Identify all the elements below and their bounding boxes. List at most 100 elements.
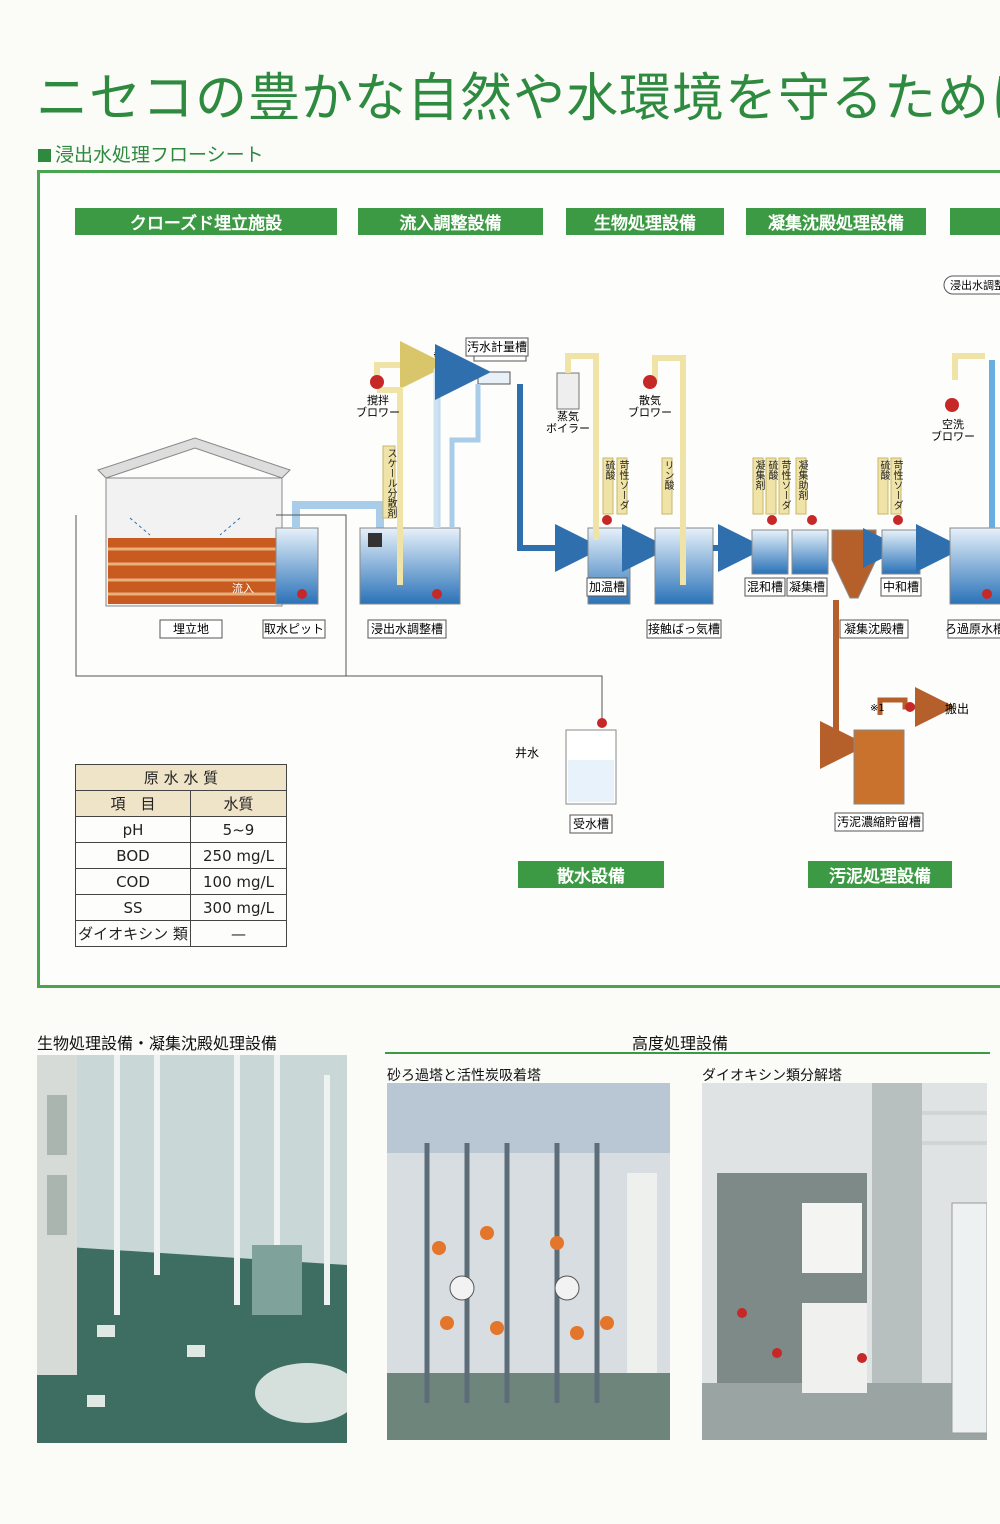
photo-label-a: 砂ろ過塔と活性炭吸着塔: [387, 1068, 541, 1084]
label-box: [880, 577, 922, 597]
landfill-label: 埋立地: [173, 621, 209, 636]
section-bio: 生物処理設備: [566, 208, 724, 235]
section-coag: 凝集沈殿処理設備: [746, 208, 926, 235]
pipe: [449, 384, 481, 528]
square-bullet-icon: [38, 149, 51, 162]
label-box: [947, 619, 1000, 639]
cell-value: 250 mg/L: [190, 842, 287, 869]
stir-blower-label: 撹拌ブロワー: [356, 393, 400, 419]
mix-tank: [751, 529, 789, 575]
table-row: ダイオキシン 類—: [75, 920, 287, 947]
label-box: [569, 814, 613, 834]
well-label: 井水: [515, 746, 539, 760]
air-pipe: [952, 353, 985, 380]
out-label: 搬出: [945, 701, 969, 716]
steam-pipe: [565, 353, 599, 540]
flowsheet-subtitle: 浸出水処理フローシート: [38, 140, 264, 167]
sulfuric-label: 硫酸: [603, 460, 614, 480]
reagent-pipe: [602, 457, 614, 515]
landfill-building: [97, 437, 291, 607]
boiler-label: 蒸気ボイラー: [546, 409, 590, 435]
sulfuric2-label: 硫酸: [766, 460, 777, 480]
section-sprinkle: 散水設備: [518, 861, 664, 888]
pump-icon: [297, 589, 307, 599]
pipe: [292, 501, 384, 528]
flow-diagram: 流入 ※1 撹拌ブロワー 蒸気ボイラー 散気ブロワー: [75, 275, 1000, 834]
coag-tank-label: 凝集槽: [789, 579, 825, 594]
air-pipe: [374, 341, 448, 389]
reagent-pipe: [778, 457, 790, 515]
sulfuric3-label: 硫酸: [878, 460, 889, 480]
sludge-tank: [853, 729, 905, 805]
label-line: ブロワー: [356, 405, 400, 419]
meter-tank-label: 汚水計量槽: [467, 339, 527, 354]
cell-value: —: [190, 920, 287, 947]
intake-pit-label: 取水ピット: [264, 622, 324, 636]
reagent-pipe: [765, 457, 777, 515]
pipe-line: [75, 515, 603, 722]
settle-tank-label: 凝集沈殿槽: [844, 621, 904, 636]
meter-tank: [477, 371, 511, 385]
air-blower-label: 空洗ブロワー: [931, 417, 975, 443]
pipe-line: [276, 514, 347, 676]
photo-title-right: 高度処理設備: [632, 1034, 729, 1053]
reagent-pipe: [877, 457, 889, 515]
blower-icon: [945, 398, 959, 412]
cell-item: ダイオキシン 類: [75, 920, 191, 947]
sludge-pipe: [820, 600, 868, 769]
caustic2-label: 苛性ソーダ: [779, 460, 790, 510]
adjust-partial-label: 浸出水調整: [950, 278, 1000, 292]
valve-icon: [807, 515, 817, 525]
section-advanced-partial: [950, 208, 1000, 235]
reagent-pipe: [890, 457, 902, 515]
label-line: 撹拌: [367, 393, 389, 407]
label-box: [367, 619, 447, 639]
valve-icon: [767, 515, 777, 525]
table-header-value: 水質: [190, 790, 287, 817]
contact-tank-label: 接触ばっ気槽: [648, 621, 720, 636]
table-title: 原 水 水 質: [75, 764, 287, 791]
label-box: [159, 619, 223, 639]
note-label: ※1: [433, 350, 448, 361]
section-closed-landfill: クローズド埋立施設: [75, 208, 337, 235]
label-line: ボイラー: [546, 422, 590, 435]
reagent-pipe: [616, 457, 628, 515]
boiler-icon: [556, 372, 580, 410]
cell-value: 5~9: [190, 816, 287, 843]
photo-label-b: ダイオキシン類分解塔: [702, 1068, 842, 1084]
coagulant-label: 凝集剤: [753, 460, 764, 490]
label-box: [834, 812, 924, 832]
coag-tank-box: [791, 529, 829, 575]
pipe: [517, 384, 603, 572]
neutral-tank-label: 中和槽: [883, 579, 919, 594]
photo-bio-coag-facility: [37, 1055, 347, 1443]
cell-item: SS: [75, 894, 191, 921]
table-header-item: 項 目: [75, 790, 191, 817]
photo-title-left: 生物処理設備・凝集沈殿処理設備: [37, 1034, 278, 1053]
page-title: ニセコの豊かな自然や水環境を守るために: [36, 69, 1000, 129]
valve-icon: [893, 515, 903, 525]
photo-sand-carbon-towers: [387, 1083, 670, 1440]
label-box: [262, 619, 326, 639]
caustic3-label: 苛性ソーダ: [891, 460, 902, 510]
pipe: [433, 344, 491, 528]
reagent-pipe: [661, 457, 673, 515]
label-box: [786, 577, 828, 597]
photo-dioxin-decomposer: [702, 1083, 987, 1440]
label-box: [465, 337, 529, 357]
neutral-tank: [881, 529, 921, 575]
mix-tank-label: 混和槽: [747, 580, 783, 594]
inflow-tag: 流入: [232, 581, 254, 595]
divider: [385, 1052, 990, 1054]
scale-agent-label: スケール分散剤: [385, 448, 396, 518]
air-pipe: [377, 387, 403, 585]
cell-item: pH: [75, 816, 191, 843]
filter-tank: [949, 527, 1000, 605]
coag-aid-label: 凝集助剤: [796, 460, 807, 500]
reagent-pipe: [795, 457, 807, 515]
flowsheet-subtitle-text: 浸出水処理フローシート: [55, 144, 264, 166]
